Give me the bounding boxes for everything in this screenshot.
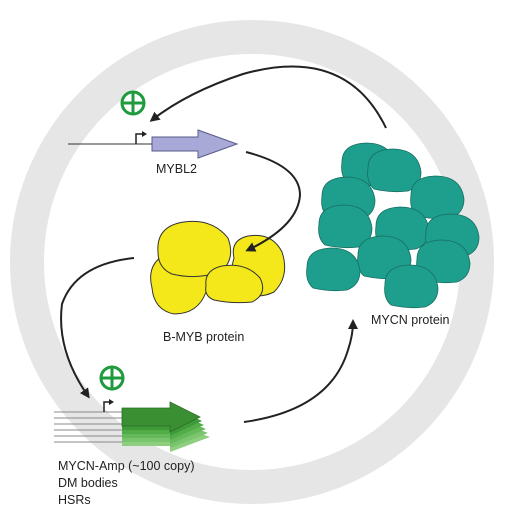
mycn-amplicon — [54, 399, 210, 452]
mybl2-gene-arrow — [151, 129, 239, 159]
promoter-icon — [135, 133, 144, 144]
b-myb-protein-label: B-MYB protein — [163, 330, 245, 344]
mycn-protein-label: MYCN protein — [371, 313, 450, 327]
mycn-blob — [306, 247, 361, 292]
arrow-bmyb-to-mycn-amp — [60, 257, 135, 399]
mybl2-label: MYBL2 — [156, 162, 197, 176]
arrow-mycn-to-mybl2 — [149, 65, 387, 129]
plus-circle-icon-bottom — [99, 365, 125, 391]
background-ring — [10, 20, 494, 504]
arrow-mybl2-to-bmyb — [245, 151, 302, 252]
hsrs-label: HSRs — [58, 493, 91, 507]
b-myb-protein — [150, 220, 286, 315]
mycn-protein-cluster — [306, 142, 480, 309]
mybl2-gene — [68, 129, 239, 159]
promoter-icon — [103, 401, 111, 412]
mycn-amp-label: MYCN-Amp (~100 copy) — [58, 459, 195, 473]
arrow-mycn-amp-to-protein — [243, 319, 358, 423]
mycn-blob — [384, 264, 439, 309]
mycn-gene-arrow — [121, 401, 201, 433]
dm-bodies-label: DM bodies — [58, 476, 118, 490]
plus-circle-icon-top — [120, 90, 146, 116]
